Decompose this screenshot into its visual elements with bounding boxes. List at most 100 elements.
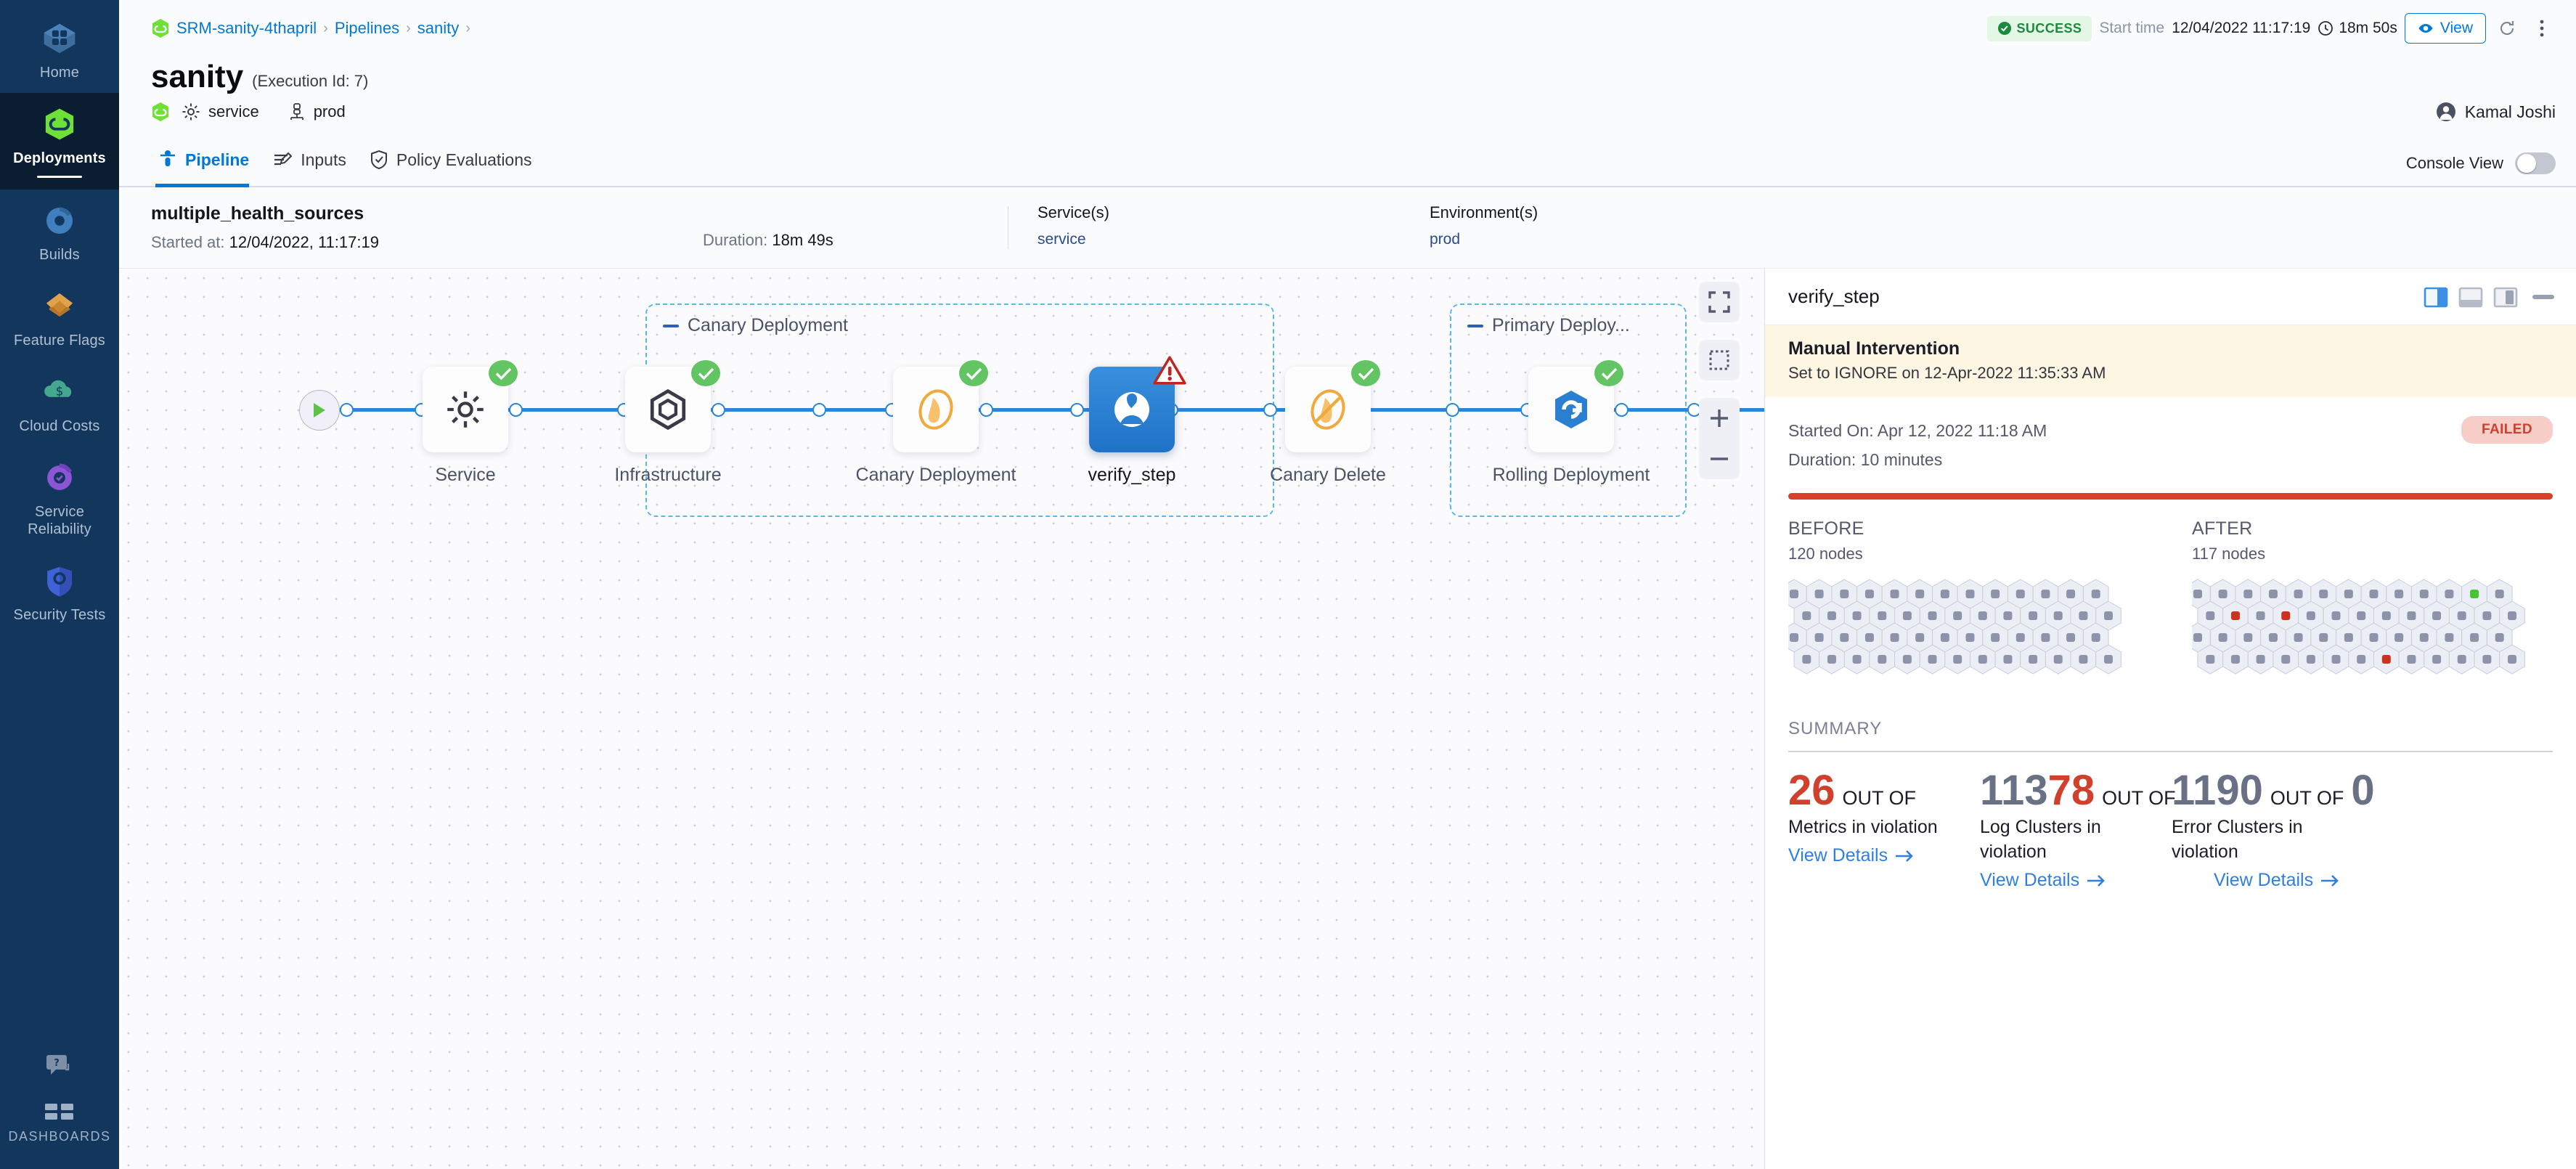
summary-value: 26	[1788, 768, 1835, 813]
sidebar-item-deployments[interactable]: Deployments	[0, 93, 119, 190]
execution-name: multiple_health_sources	[151, 203, 703, 224]
hexagon-icon	[648, 388, 688, 431]
collapse-icon[interactable]	[1467, 325, 1483, 327]
tab-label: Policy Evaluations	[396, 150, 532, 170]
hex-grid-svg	[1788, 578, 2129, 694]
status-badge-label: SUCCESS	[2017, 21, 2082, 36]
service-chip-label: service	[208, 102, 259, 121]
environments-value[interactable]: prod	[1430, 231, 1851, 248]
tab-inputs[interactable]: Inputs	[265, 134, 362, 186]
page-title: sanity	[151, 58, 243, 96]
banner-title: Manual Intervention	[1788, 338, 2553, 359]
panel-left-icon[interactable]	[2424, 285, 2448, 309]
summary-log-clusters: 113 78 OUT OF Log Clusters in violation …	[1980, 768, 2172, 891]
sidebar-item-label: Deployments	[13, 150, 106, 167]
sidebar-item-home[interactable]: Home	[0, 7, 119, 93]
pipeline-node-service[interactable]: Service	[423, 367, 508, 452]
verification-times: Started On: Apr 12, 2022 11:18 AM Durati…	[1788, 416, 2047, 474]
breadcrumb-separator: ›	[323, 20, 328, 37]
sidebar-item-feature-flags[interactable]: Feature Flags	[0, 275, 119, 361]
harness-green-icon	[151, 102, 170, 122]
breadcrumb-separator: ›	[465, 20, 470, 37]
sidebar-item-security-tests[interactable]: Security Tests	[0, 550, 119, 635]
svg-text:$: $	[56, 384, 64, 399]
pipeline-node-verify-step[interactable]: verify_step	[1089, 367, 1175, 452]
sidebar-item-builds[interactable]: Builds	[0, 190, 119, 275]
breadcrumb-item-pipelines[interactable]: Pipelines	[335, 19, 399, 38]
summary-description: Metrics in violation	[1788, 815, 1980, 839]
edge-dot	[1615, 403, 1629, 417]
eye-icon	[2418, 20, 2434, 36]
tab-pipeline[interactable]: Pipeline	[151, 134, 265, 186]
left-nav: Home Deployments Builds	[0, 0, 119, 1169]
services-value[interactable]: service	[1038, 231, 1430, 248]
summary-description: Log Clusters in violation	[1980, 815, 2172, 864]
after-hex-grid[interactable]	[2192, 578, 2533, 694]
pipeline-start-node[interactable]	[299, 390, 340, 431]
fullscreen-button[interactable]	[1699, 282, 1740, 322]
execution-summary-row: multiple_health_sources Started at: 12/0…	[119, 187, 2576, 269]
content-split: Canary Deployment Primary Deploy...	[119, 269, 2576, 1169]
panel-bottom-icon[interactable]	[2458, 285, 2483, 309]
verification-meta: Started On: Apr 12, 2022 11:18 AM Durati…	[1788, 416, 2553, 474]
execution-info: multiple_health_sources Started at: 12/0…	[151, 203, 703, 252]
breadcrumb-item-project[interactable]: SRM-sanity-4thapril	[176, 19, 317, 38]
pipeline-node-canary-delete[interactable]: Canary Delete	[1285, 367, 1371, 452]
summary-description: Error Clusters in violation	[2172, 815, 2363, 864]
tabs-bar: Pipeline Inputs Policy Evaluations Conso…	[119, 134, 2576, 187]
help-button[interactable]: ?	[0, 1042, 119, 1090]
shield-check-icon	[370, 150, 388, 170]
success-badge-icon	[1350, 358, 1381, 388]
pipeline-node-infrastructure[interactable]: Infrastructure	[625, 367, 711, 452]
more-options-button[interactable]	[2528, 15, 2556, 42]
sidebar-item-cloud-costs[interactable]: $ Cloud Costs	[0, 361, 119, 447]
manual-intervention-banner: Manual Intervention Set to IGNORE on 12-…	[1765, 325, 2576, 397]
execution-started: Started at: 12/04/2022, 11:17:19	[151, 233, 703, 252]
sidebar-item-label: Security Tests	[14, 606, 106, 624]
verification-duration: Duration: 10 minutes	[1788, 445, 2047, 474]
risk-bar	[1788, 493, 2553, 500]
before-hex-grid[interactable]	[1788, 578, 2129, 694]
warning-badge-icon	[1153, 355, 1186, 386]
minimize-icon[interactable]	[2532, 295, 2554, 299]
fit-to-screen-button[interactable]	[1699, 340, 1740, 380]
edge-dot	[1070, 403, 1084, 417]
pipeline-node-rolling-deployment[interactable]: Rolling Deployment	[1528, 367, 1614, 452]
zoom-out-button[interactable]	[1699, 439, 1740, 479]
service-chip[interactable]: service	[182, 102, 259, 121]
view-details-label: View Details	[2214, 870, 2313, 891]
summary-total: 0	[2351, 768, 2374, 813]
duration-display: 18m 50s	[2318, 20, 2397, 37]
summary-value-line: 113 78 OUT OF	[1980, 768, 2172, 813]
tab-policy-evaluations[interactable]: Policy Evaluations	[362, 134, 548, 186]
user-menu[interactable]: Kamal Joshi	[2436, 102, 2556, 122]
pipeline-canvas[interactable]: Canary Deployment Primary Deploy...	[119, 269, 1764, 1169]
view-details-link[interactable]: View Details	[2172, 870, 2363, 891]
edge-dot	[812, 403, 826, 417]
sidebar-item-label: Service Reliability	[3, 503, 116, 538]
view-button[interactable]: View	[2405, 13, 2486, 44]
view-details-link[interactable]: View Details	[1980, 870, 2172, 891]
clock-icon	[2318, 20, 2334, 36]
environments-header: Environment(s)	[1430, 203, 1851, 222]
summary-value-line: 1190 OUT OF 0	[2172, 768, 2363, 813]
environment-chip[interactable]: prod	[288, 102, 346, 121]
sidebar-item-dashboards[interactable]: DASHBOARDS	[0, 1090, 119, 1169]
refresh-button[interactable]	[2493, 15, 2521, 42]
builds-icon	[40, 201, 79, 240]
start-time-label: Start time	[2099, 20, 2164, 37]
sidebar-item-label: Cloud Costs	[19, 418, 99, 435]
breadcrumb-item-pipeline[interactable]: sanity	[417, 19, 459, 38]
zoom-in-button[interactable]	[1699, 398, 1740, 439]
summary-value: 78	[2048, 768, 2095, 813]
cloud-costs-icon: $	[40, 372, 79, 412]
after-header: AFTER	[2192, 518, 2533, 539]
view-details-link[interactable]: View Details	[1788, 845, 1980, 866]
collapse-icon[interactable]	[663, 325, 679, 327]
panel-right-icon[interactable]	[2493, 285, 2518, 309]
pipeline-node-canary-deployment[interactable]: Canary Deployment	[893, 367, 979, 452]
sidebar-item-service-reliability[interactable]: Service Reliability	[0, 447, 119, 550]
environment-chip-label: prod	[314, 102, 346, 121]
console-view-toggle[interactable]	[2515, 152, 2556, 174]
k8s-canary-delete-icon	[1305, 386, 1351, 433]
